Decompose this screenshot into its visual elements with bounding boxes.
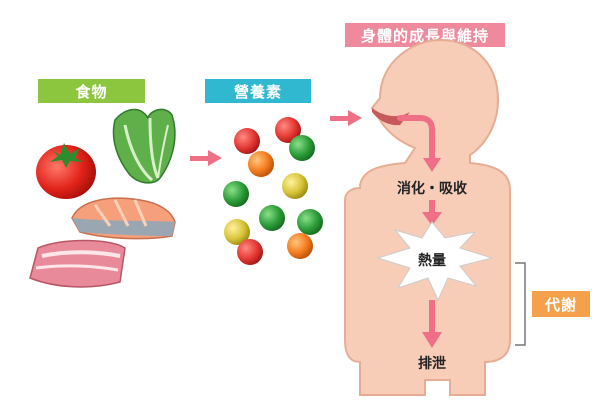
arrow-nutrients-to-body (330, 110, 362, 126)
metabolism-label: 代謝 (532, 291, 590, 317)
heat-starburst-icon (376, 221, 494, 302)
nutrient-ball-icon (224, 219, 250, 245)
arrow-heat-to-excretion (422, 300, 442, 348)
lettuce-icon (112, 108, 176, 184)
nutrient-ball-icon (289, 135, 315, 161)
nutrient-ball-icon (287, 233, 313, 259)
nutrient-ball-icon (259, 205, 285, 231)
arrow-digestion-to-heat (422, 200, 442, 226)
tomato-icon (36, 143, 96, 199)
salmon-icon (71, 197, 176, 240)
heat-text: 熱量 (418, 253, 446, 269)
nutrient-ball-icon (223, 181, 249, 207)
nutrient-ball-icon (297, 209, 323, 235)
food-label: 食物 (38, 79, 145, 103)
digestive-arrow (397, 115, 441, 172)
excretion-text: 排泄 (418, 356, 446, 372)
digestion-text: 消化・吸收 (397, 181, 467, 197)
nutrient-ball-icon (248, 151, 274, 177)
metabolism-bracket (515, 262, 526, 346)
nutrient-ball-icon (282, 173, 308, 199)
arrow-food-to-nutrients (190, 150, 222, 166)
nutrients-label: 營養素 (205, 79, 311, 103)
meat-icon (29, 239, 126, 288)
nutrient-ball-icon (237, 239, 263, 265)
nutrient-ball-icon (234, 128, 260, 154)
nutrient-ball-icon (275, 117, 301, 143)
nutrient-balls (223, 117, 323, 265)
